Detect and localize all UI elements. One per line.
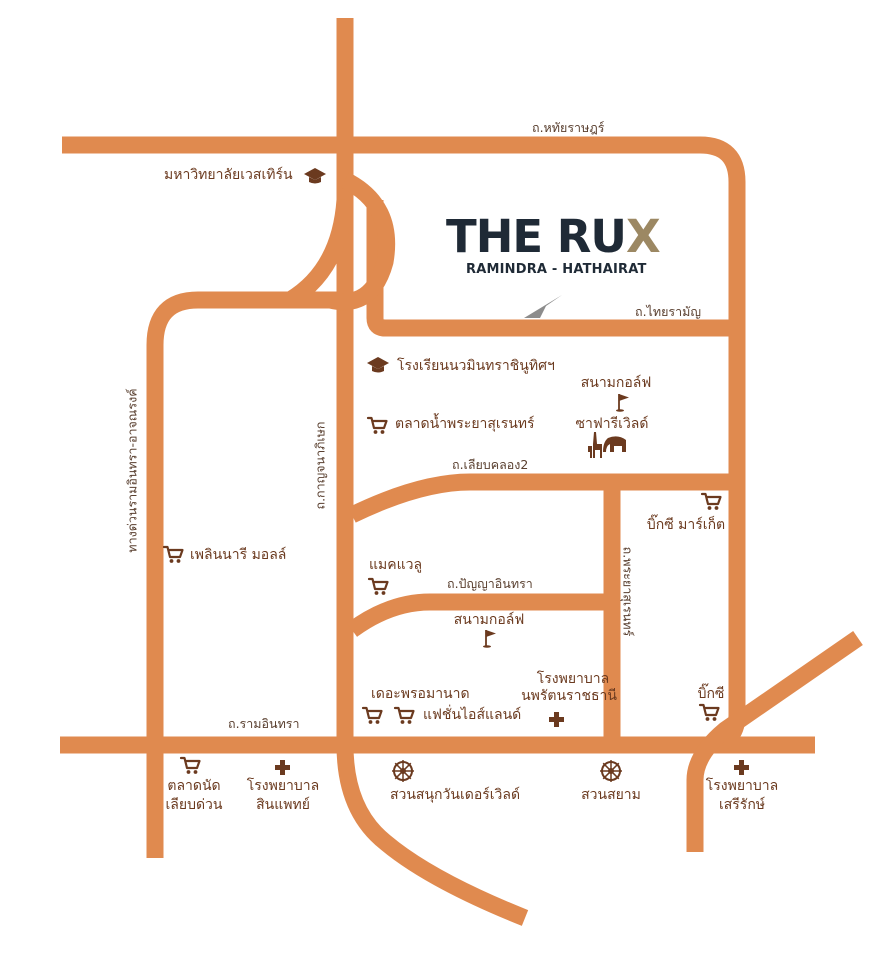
road-liap-khlong2	[348, 473, 737, 523]
label-western-university: มหาวิทยาลัยเวสเทิร์น	[164, 167, 293, 183]
shopping-cart-icon	[162, 545, 184, 565]
label-big-c-market: บิ๊กซี มาร์เก็ต	[646, 517, 726, 533]
label-wonder-world: สวนสนุกวันเดอร์เวิลด์	[389, 787, 521, 803]
shopping-cart-icon	[700, 492, 722, 511]
shopping-cart-icon	[698, 703, 720, 723]
road-east-south	[686, 631, 863, 852]
road-label-panya-intra: ถ.ปัญญาอินทรา	[447, 576, 533, 591]
road-label-thai-raman: ถ.ไทยรามัญ	[635, 304, 702, 319]
north-arrow-icon	[524, 295, 562, 318]
label-big-c: บิ๊กซี	[697, 686, 725, 702]
safari-animals-icon	[588, 432, 626, 458]
label-fashion-mall: เพลินนารี มอลล์	[190, 547, 287, 563]
label-makro: แมคแวลู	[369, 557, 423, 573]
label-fashion-island: แฟชั่นไอส์แลนด์	[423, 707, 522, 723]
hospital-cross-icon	[275, 760, 290, 775]
road-thai-raman	[366, 200, 737, 337]
hospital-cross-icon	[549, 712, 564, 727]
label-hospital-nopparat-line1: โรงพยาบาล	[536, 671, 610, 687]
road-kanchanaphisek-south	[336, 744, 529, 926]
road-label-hathairat: ถ.หทัยราษฎร์	[532, 120, 605, 135]
project-name-accent: X	[625, 210, 661, 263]
label-golf-course-top: สนามกอล์ฟ	[580, 375, 652, 391]
road-label-expressway: ทางด่วนรามอินทรา-อาจณรงค์	[124, 388, 140, 553]
ferris-wheel-icon	[599, 759, 623, 783]
road-hathairat	[62, 136, 746, 490]
shopping-cart-icon	[366, 416, 388, 435]
label-market-line1: ตลาดนัด	[167, 778, 221, 794]
project-name: THE RU	[446, 210, 627, 263]
shopping-cart-icon	[367, 577, 389, 597]
road-label-liap-khlong2: ถ.เลียบคลอง2	[452, 457, 529, 472]
label-siam-park: สวนสยาม	[581, 787, 641, 803]
label-hospital-sinphaet-line1: โรงพยาบาล	[246, 778, 320, 794]
label-market-line2: เลียบด่วน	[165, 797, 223, 813]
road-label-phraya-suren: ถ.พระยาสุเรนทร์	[620, 546, 636, 637]
label-hospital-nopparat-line2: นพรัตนราชธานี	[521, 688, 617, 704]
road-panya-intra	[346, 593, 612, 637]
label-nawamin-school: โรงเรียนนวมินทราชินูทิศฯ	[397, 358, 555, 374]
road-label-kanchanaphisek: ถ.กาญจนาภิเษก	[312, 421, 328, 510]
road-network	[60, 18, 863, 926]
label-hospital-serirak-line2: เสรีรักษ์	[718, 797, 766, 813]
label-golf-course-mid: สนามกอล์ฟ	[453, 612, 525, 628]
golf-flag-icon	[482, 629, 497, 649]
shopping-cart-icon	[361, 706, 383, 726]
label-hospital-sinphaet-line2: สินแพทย์	[256, 797, 310, 813]
label-hospital-serirak-line1: โรงพยาบาล	[705, 778, 779, 794]
graduation-cap-icon	[304, 168, 326, 184]
label-safari-world: ซาฟารีเวิลด์	[575, 416, 649, 432]
shopping-cart-icon	[179, 756, 201, 776]
project-logo: THE RUX	[446, 210, 661, 263]
project-subtitle: RAMINDRA - HATHAIRAT	[466, 262, 647, 277]
road-label-ram-intra: ถ.รามอินทรา	[228, 716, 300, 731]
road-interchange-loop-b	[290, 172, 396, 311]
golf-flag-icon	[615, 393, 630, 413]
ferris-wheel-icon	[391, 759, 415, 783]
hospital-cross-icon	[734, 760, 749, 775]
graduation-cap-icon	[367, 357, 389, 373]
label-the-promenade: เดอะพรอมานาด	[371, 686, 470, 702]
label-floating-market: ตลาดน้ำพระยาสุเรนทร์	[395, 416, 535, 432]
road-expressway-west	[146, 291, 345, 745]
shopping-cart-icon	[393, 706, 415, 726]
